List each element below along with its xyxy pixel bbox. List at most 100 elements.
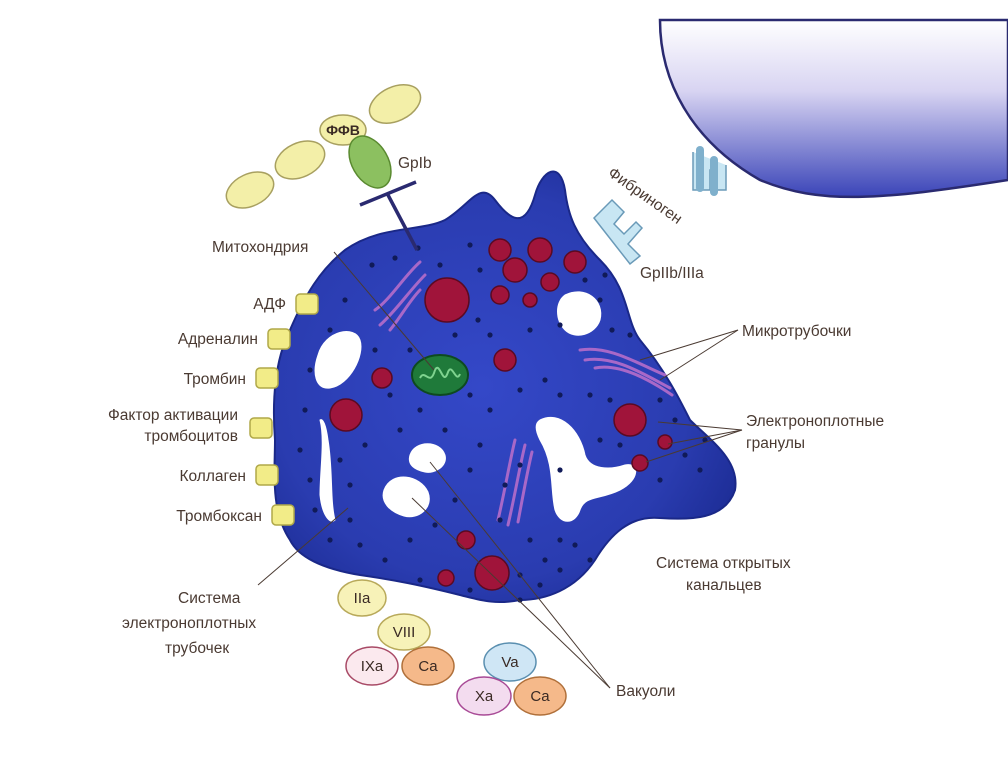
glycogen-dot [582,277,588,283]
glycogen-dot [607,397,613,403]
glycogen-dot [307,477,313,483]
glycogen-dot [342,297,348,303]
glycogen-dot [369,262,375,268]
glycogen-dot [537,582,543,588]
glycogen-dot [337,457,343,463]
vwf-molecule [225,84,422,209]
factor-label: IXa [361,658,384,675]
receptor-label-collagen: Коллаген [179,468,246,485]
glycogen-dot [397,427,403,433]
glycogen-dot [609,327,615,333]
glycogen-dot [442,427,448,433]
dense-granules-label-2: гранулы [746,435,805,452]
open-canals [314,291,637,522]
glycogen-dot [497,517,503,523]
glycogen-dot [372,347,378,353]
vwf-label: ФФВ [326,122,360,138]
glycogen-dot [697,467,703,473]
glycogen-dot [587,392,593,398]
receptor-label-adp: АДФ [253,296,286,313]
glycogen-dot [417,407,423,413]
glycogen-dot [572,542,578,548]
glycogen-dot [302,407,308,413]
glycogen-dot [452,332,458,338]
glycogen-dot [557,567,563,573]
glycogen-dot [475,317,481,323]
glycogen-dot [297,447,303,453]
glycogen-dot [517,462,523,468]
glycogen-dot [387,392,393,398]
vacuoles-label: Вакуоли [616,683,675,700]
glycogen-dot [527,537,533,543]
glycogen-dot [617,442,623,448]
glycogen-dot [657,477,663,483]
glycogen-dot [467,467,473,473]
glycogen-dot [517,387,523,393]
factor-oval [377,613,431,651]
glycogen-dot [627,332,633,338]
factor-label: Ca [418,658,438,675]
glycogen-dot [557,537,563,543]
glycogen-dot [487,407,493,413]
dense-tubular-label-2: электроноплотных [122,615,256,632]
receptor-label-thromboxane: Тромбоксан [176,508,262,525]
receptor-label-adrenaline: Адреналин [178,331,258,348]
glycogen-dot [347,517,353,523]
factor-label: IIa [354,590,371,607]
dense-granules-label-1: Электроноплотные [746,413,884,430]
glycogen-dot [587,557,593,563]
glycogen-dot [517,597,523,603]
glycogen-dot [657,397,663,403]
mitochondria-label: Митохондрия [212,239,308,256]
glycogen-dot [347,482,353,488]
factor-oval [345,646,399,686]
factor-oval [483,642,537,682]
receptor-label-paf-2: тромбоцитов [144,428,238,445]
factor-label: Va [501,654,519,671]
factor-label: Ca [530,688,550,705]
glycogen-dot [502,482,508,488]
microtubules [373,260,674,527]
factor-oval [401,646,455,686]
glycogen-dot [327,327,333,333]
glycogen-dot [542,377,548,383]
glycogen-dot [487,332,493,338]
factor-oval [513,676,567,716]
glycogen-dot [407,347,413,353]
gpib-receptor [359,180,419,251]
receptor-label-paf-1: Фактор активации [108,407,238,424]
glycogen-dot [557,467,563,473]
glycogen-dot [597,437,603,443]
factor-oval [337,579,387,617]
glycogen-dot [672,417,678,423]
glycogen-dot [437,262,443,268]
gpiib-iiia-label: GpIIb/IIIa [640,265,704,282]
glycogen-dot [467,392,473,398]
glycogen-dot [357,542,363,548]
fibrinogen-lines [696,146,718,196]
factor-oval [456,676,512,716]
glycogen-dot [432,522,438,528]
glycogen-dot [542,557,548,563]
dense-tubular-label-1: Система [178,590,241,607]
receptor-label-thrombin: Тромбин [184,371,246,388]
glycogen-dot [467,587,473,593]
glycogen-dot [602,272,608,278]
dense-granules [329,237,673,591]
factor-label: VIII [393,624,416,641]
glycogen-dot [327,537,333,543]
adjacent-cell [658,18,1008,199]
receptor-boxes [249,293,319,526]
mitochondrion [411,354,469,396]
open-canal-label-2: канальцев [686,577,762,594]
glycogen-dot [452,497,458,503]
glycogen-dot [362,442,368,448]
glycogen-dot [407,537,413,543]
glycogen-dot [392,255,398,261]
glycogen-dots [297,242,708,603]
glycogen-dot [702,437,708,443]
glycogen-dot [477,267,483,273]
glycogen-dot [417,577,423,583]
